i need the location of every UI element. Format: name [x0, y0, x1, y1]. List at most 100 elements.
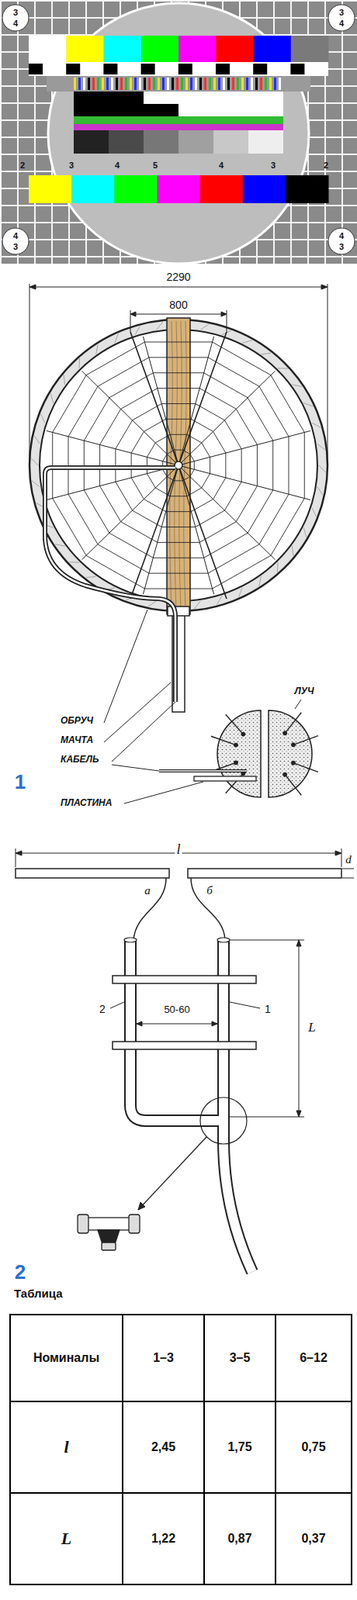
- ray: [211, 736, 236, 746]
- test-card-grid: [0, 0, 357, 264]
- corner-circle: [2, 228, 29, 255]
- leader-line: [103, 682, 171, 743]
- corner-circle: [328, 4, 355, 32]
- resolution-stripe: [227, 77, 230, 91]
- callout-number: 1: [263, 1004, 273, 1016]
- dimension: d: [343, 853, 354, 867]
- dimension-line: [136, 1022, 218, 1027]
- table-cell: 0,87: [225, 1532, 254, 1547]
- hoop-texture: [303, 527, 306, 538]
- color-bar: [28, 175, 73, 204]
- hoop-texture: [291, 546, 294, 557]
- figure-number: 1: [13, 771, 28, 794]
- dimension: L: [306, 1021, 317, 1037]
- scale-number: 3: [269, 160, 278, 170]
- resolution-stripe: [232, 77, 235, 91]
- hoop-texture: [69, 561, 80, 563]
- web-ray: [82, 465, 179, 561]
- scale-number: 3: [11, 7, 20, 18]
- resolution-stripe: [259, 77, 263, 91]
- plate: [194, 776, 257, 782]
- scale-number: 3: [337, 7, 346, 18]
- green-band: [73, 116, 284, 125]
- scale-number: 4: [11, 231, 20, 241]
- web-ray: [178, 465, 311, 501]
- wire: [133, 878, 167, 941]
- scale-number: 3: [67, 160, 76, 170]
- clamp: [112, 1042, 257, 1051]
- ray: [293, 736, 319, 746]
- web-ray: [178, 430, 311, 466]
- scale-number: 4: [113, 160, 122, 170]
- web-ray: [178, 465, 215, 595]
- purple-band: [73, 124, 284, 131]
- resolution-stripe: [152, 77, 156, 91]
- scale-number: 4: [11, 18, 20, 28]
- resolution-stripe: [246, 77, 249, 91]
- resolution-stripe: [171, 77, 174, 91]
- color-bar: [178, 35, 217, 63]
- resolution-stripe: [138, 77, 142, 91]
- test-card: [0, 0, 357, 264]
- web-ray: [142, 465, 179, 595]
- callout-number: 2: [97, 1004, 108, 1016]
- ray: [225, 714, 244, 735]
- hoop-texture: [317, 487, 323, 496]
- table-cell: 0,75: [299, 1441, 327, 1456]
- web-ray: [46, 465, 179, 501]
- scale-number: 5: [151, 160, 160, 170]
- black-block: [141, 63, 156, 75]
- hoop-texture: [96, 344, 99, 355]
- color-bar: [71, 175, 115, 204]
- tube: [130, 940, 219, 1122]
- cable: [159, 769, 247, 773]
- table-cell: L: [59, 1530, 73, 1550]
- hoop-texture: [63, 374, 66, 385]
- resolution-stripe: [250, 77, 254, 91]
- white-band: [178, 103, 284, 117]
- resolution-stripe: [124, 77, 128, 91]
- ray: [284, 775, 302, 797]
- table-cell: 3–5: [228, 1351, 253, 1366]
- hoop-texture: [194, 601, 201, 610]
- tee-nut: [77, 1215, 89, 1234]
- tube-body: [223, 940, 253, 1273]
- hoop-texture: [40, 414, 45, 424]
- leader-line: [124, 782, 204, 805]
- cable-core: [159, 770, 247, 773]
- tee-branch: [97, 1230, 120, 1245]
- resolution-stripe: [157, 77, 160, 91]
- terminal-name: б: [204, 884, 215, 898]
- leader-line: [111, 702, 176, 772]
- corner-circle: [328, 228, 355, 255]
- dipole-rod: [187, 869, 342, 879]
- hoop-texture: [291, 384, 302, 387]
- color-bar: [200, 175, 244, 204]
- resolution-stripe: [273, 77, 277, 91]
- dimension-line: [296, 940, 302, 1118]
- grey-step: [178, 130, 214, 154]
- hoop-texture: [311, 422, 321, 428]
- table: [10, 1315, 352, 1586]
- resolution-stripe: [129, 77, 132, 91]
- resolution-stripe: [264, 77, 267, 91]
- color-bar: [156, 175, 201, 204]
- color-bar: [65, 35, 104, 63]
- hoop-texture: [200, 324, 209, 330]
- resolution-stripe: [194, 77, 198, 91]
- tube: [223, 940, 253, 1273]
- resolution-stripe: [176, 77, 179, 91]
- table-cell: 1–3: [151, 1351, 176, 1366]
- table-rule: [10, 1493, 352, 1495]
- contrast-band: [28, 62, 329, 77]
- table-cell: 1,75: [225, 1441, 254, 1456]
- ray: [293, 763, 319, 773]
- terminal-half: [268, 710, 312, 798]
- cable: [45, 467, 176, 703]
- resolution-stripe: [83, 77, 86, 91]
- hoop-texture: [259, 576, 262, 587]
- dimension-line: [29, 284, 328, 290]
- tee-fitting: [77, 1215, 140, 1252]
- table-cell: l: [62, 1438, 70, 1458]
- resolution-stripe: [166, 77, 170, 91]
